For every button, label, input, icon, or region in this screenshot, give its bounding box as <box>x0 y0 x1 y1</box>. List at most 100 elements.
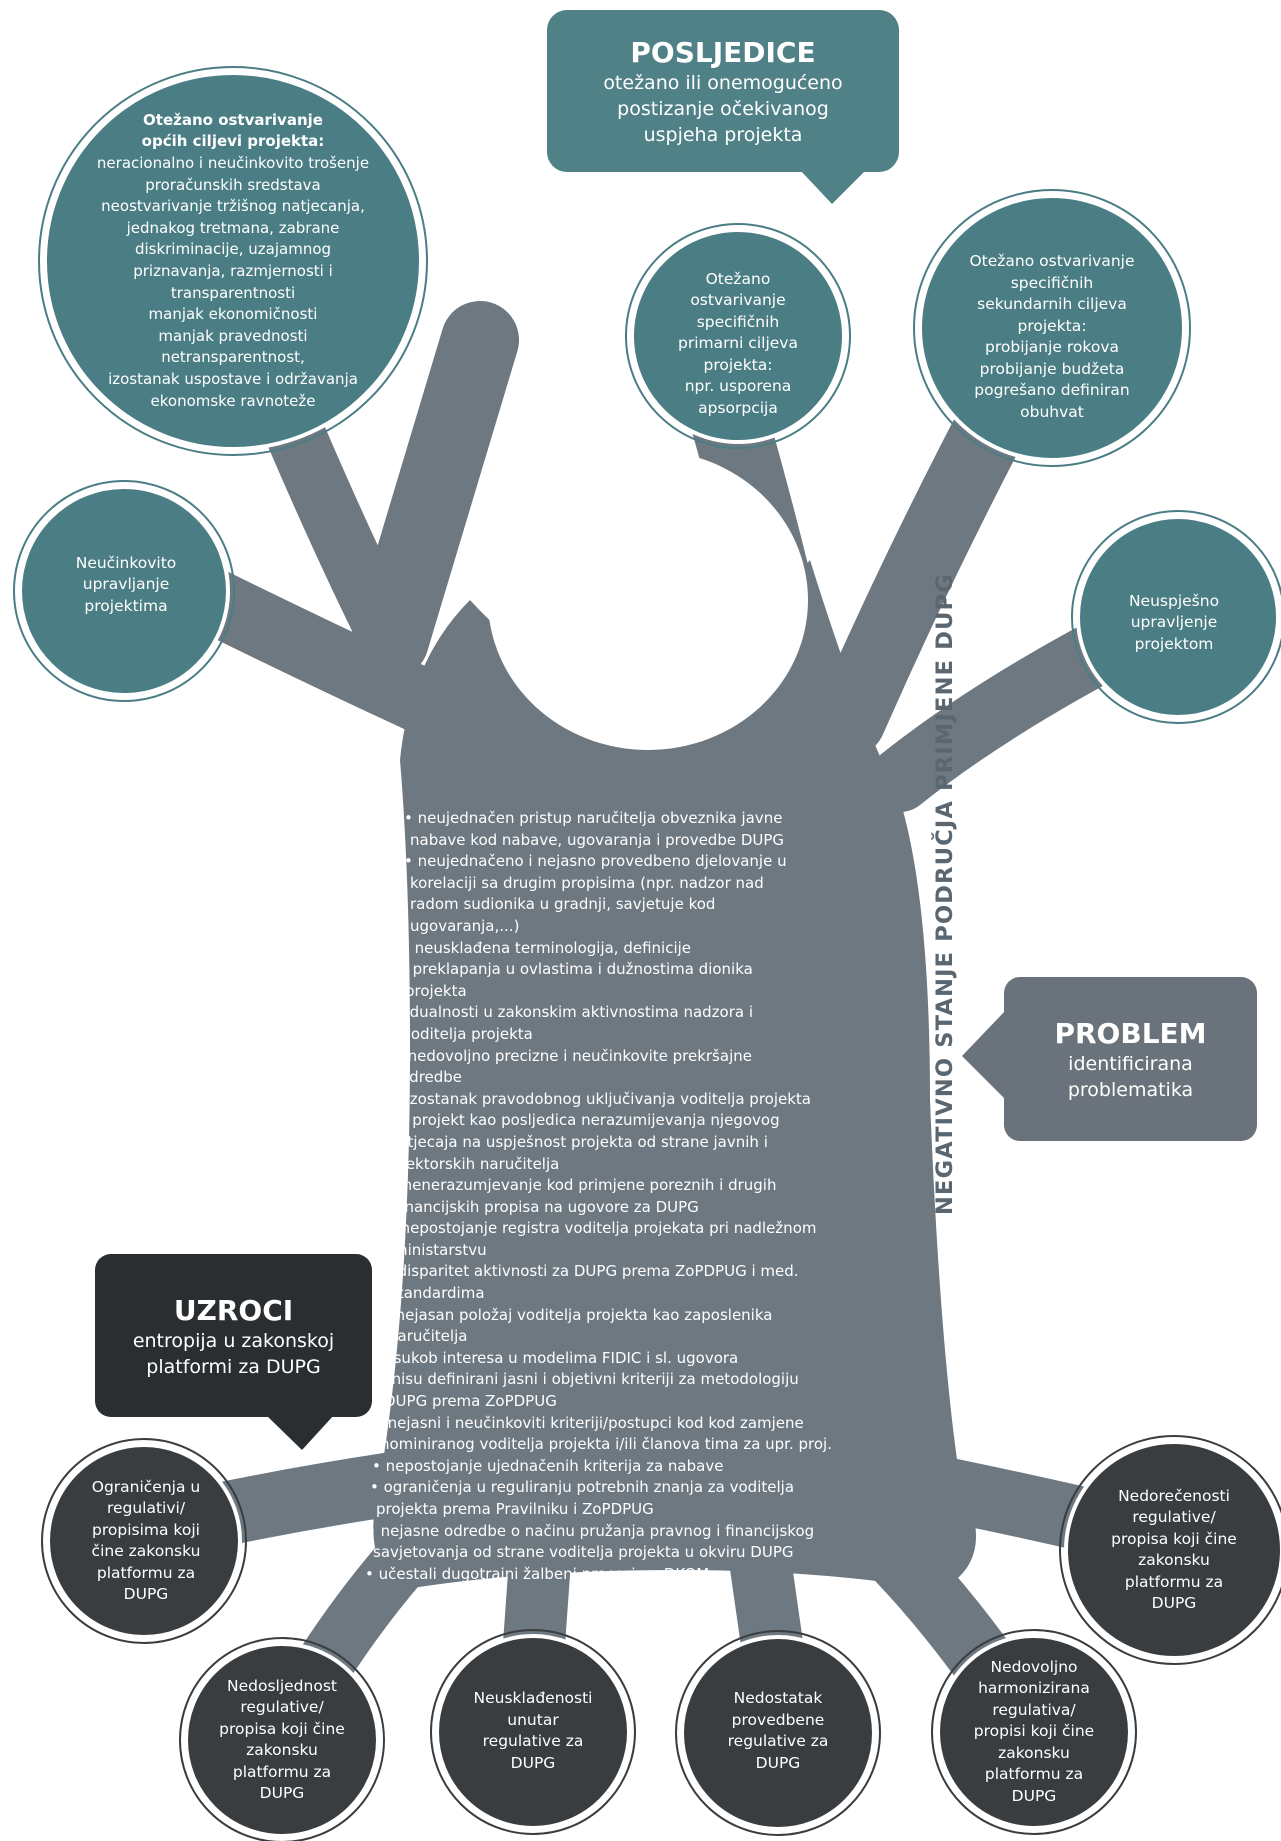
ring-vague <box>1059 1435 1281 1665</box>
secondary-goals-line: obuhvat <box>1020 402 1084 421</box>
consequences-line: uspjeha projekta <box>643 124 803 146</box>
general-goals-line: neracionalno i neučinkovito trošenje <box>96 154 370 173</box>
inconsistency-line: regulative/ <box>240 1698 324 1716</box>
vague-line: zakonsku <box>1138 1551 1210 1569</box>
branch-upper-left <box>351 301 519 679</box>
ring-unsuccessful-mgmt <box>1071 510 1281 724</box>
ring-inconsistency <box>179 1637 385 1841</box>
problem-item-continuation: financijskih propisa na ugovore za DUPG <box>395 1197 699 1216</box>
problem-item: • sukob interesa u modelima FIDIC i sl. … <box>380 1348 739 1367</box>
vague-text: Nedorečenosti regulative/ propisa koji č… <box>1094 1483 1254 1617</box>
problem-callout-pointer <box>962 1010 1006 1100</box>
primary-goals-line: specifičnih <box>696 312 780 331</box>
limits-line: regulativi/ <box>106 1499 186 1517</box>
general-goals-line: netransparentnost, <box>161 348 305 367</box>
misalignment-line: regulative za <box>482 1732 584 1750</box>
limits-line: platformu za <box>96 1563 196 1582</box>
general-goals-line: ekonomske ravnoteže <box>150 391 316 410</box>
problem-item-continuation: radom sudionika u gradnji, savjetuje kod <box>410 895 716 914</box>
problem-line: identificirana <box>1068 1053 1193 1075</box>
general-goals-line: manjak pravednosti <box>158 326 308 345</box>
problem-item: • učestali dugotrajni žalbeni procesi na… <box>365 1564 725 1583</box>
consequences-line: otežano ili onemogućeno <box>603 72 843 94</box>
primary-goals-line: npr. usporena <box>684 377 792 396</box>
vague-line: DUPG <box>1151 1594 1197 1612</box>
inefficient-mgmt-line: Neučinkovito <box>75 553 177 572</box>
limits-text: Ograničenja u regulativi/ propisima koji… <box>76 1474 216 1608</box>
vague-line: regulative/ <box>1132 1508 1216 1526</box>
unsuccessful-mgmt-text: Neuspješno upravljenje projektom <box>1104 588 1244 658</box>
problem-item-continuation: DUPG prema ZoPDPUG <box>384 1392 557 1411</box>
problem-item: • neujednačen pristup naručitelja obvezn… <box>404 809 783 827</box>
unsuccessful-mgmt-line: projektom <box>1134 634 1214 653</box>
problem-item: • nejasne odredbe o načinu pružanja prav… <box>367 1521 815 1540</box>
problem-title: PROBLEM <box>1054 1017 1207 1050</box>
problem-item: • dualnosti u zakonskim aktivnostima nad… <box>396 1003 754 1022</box>
ring-primary-goals <box>625 223 851 449</box>
problem-item-continuation: nominiranog voditelja projekta i/ili čla… <box>380 1435 832 1454</box>
harmonized-line: Nedovoljno <box>990 1657 1078 1676</box>
inefficient-mgmt-line: upravljanje <box>82 575 170 594</box>
inconsistency-line: DUPG <box>259 1784 305 1802</box>
problem-item: • izostanak pravodobnog uključivanja vod… <box>392 1089 811 1108</box>
limits-line: Ograničenja u <box>91 1477 201 1496</box>
negative-state-label: NEGATIVNO STANJE PODRUČJA PRIMJENE DUPG <box>932 573 958 1215</box>
circle-primary-goals <box>630 228 846 444</box>
problem-item-continuation: odredbe <box>400 1068 463 1087</box>
circle-harmonized <box>936 1634 1132 1830</box>
causes-callout-box <box>95 1254 372 1417</box>
secondary-goals-line: pogrešano definiran <box>974 381 1130 399</box>
primary-goals-line: projekta: <box>703 355 773 374</box>
inconsistency-line: zakonsku <box>246 1741 318 1759</box>
general-goals-line: diskriminacije, uzajamnog <box>134 240 332 259</box>
problem-item: • nenerazumjevanje kod primjene poreznih… <box>389 1176 777 1195</box>
consequences-line: postizanje očekivanog <box>617 98 829 120</box>
secondary-goals-line: specifičnih <box>1010 273 1094 292</box>
lack-text: Nedostatak provedbene regulative za DUPG <box>708 1686 848 1776</box>
problem-item: • nepostojanje ujednačenih kriterija za … <box>372 1456 724 1475</box>
primary-goals-line: primarni ciljeva <box>678 334 798 353</box>
circle-lack <box>680 1635 876 1831</box>
general-goals-line: manjak ekonomičnosti <box>148 305 318 324</box>
secondary-goals-line: sekundarnih ciljeva <box>977 295 1127 313</box>
problem-item: • nisu definirani jasni i objetivni krit… <box>378 1370 799 1389</box>
circle-general-goals <box>43 71 423 451</box>
unsuccessful-mgmt-line: Neuspješno <box>1128 591 1220 610</box>
secondary-goals-line: projekta: <box>1017 316 1087 335</box>
problem-item: • neujednačeno i nejasno provedbeno djel… <box>404 852 787 871</box>
ring-lack <box>675 1630 881 1836</box>
vague-line: Nedorečenosti <box>1118 1486 1230 1505</box>
consequences-callout: POSLJEDICE otežano ili onemogućeno posti… <box>547 22 899 162</box>
circle-vague <box>1064 1440 1281 1660</box>
ring-limits <box>41 1438 247 1644</box>
general-goals-line: izostanak uspostave i održavanja <box>108 369 358 388</box>
problem-item-continuation: projekta prema Pravilniku i ZoPDPUG <box>376 1500 654 1518</box>
problem-item-continuation: ministarstvu <box>393 1240 487 1259</box>
ring-inefficient-mgmt <box>13 480 235 702</box>
primary-goals-line: Otežano <box>705 269 771 288</box>
problem-item-continuation: ugovaranja,...) <box>410 916 520 935</box>
causes-line: entropija u zakonskoj <box>132 1330 335 1352</box>
general-goals-heading: općih ciljevi projekta: <box>141 132 325 151</box>
ring-general-goals <box>38 66 428 456</box>
general-goals-line: jednakog tretmana, zabrane <box>126 218 340 237</box>
circle-secondary-goals <box>918 194 1186 462</box>
cause-circles <box>46 1440 1281 1838</box>
ring-misalignment <box>430 1629 636 1835</box>
problem-item: • nedovoljno precizne i neučinkovite pre… <box>394 1046 752 1065</box>
consequences-callout-pointer <box>800 170 866 204</box>
problem-item-continuation: nabave kod nabave, ugovaranja i provedbe… <box>410 830 785 849</box>
problem-item-continuation: korelaciji sa drugim propisima (npr. nad… <box>410 873 764 892</box>
inconsistency-line: propisa koji čine <box>219 1719 345 1738</box>
circle-limits <box>46 1443 242 1639</box>
problem-item: • nepostojanje registra voditelja projek… <box>387 1219 817 1238</box>
tree-trunk <box>373 560 976 1590</box>
ring-harmonized <box>931 1629 1137 1835</box>
general-goals-heading: Otežano ostvarivanje <box>143 110 323 129</box>
cause-circle-rings <box>41 1435 1281 1841</box>
problem-callout: PROBLEM identificirana problematika <box>1004 1010 1257 1110</box>
problem-item: • nejasan položaj voditelja projekta kao… <box>382 1305 773 1324</box>
inconsistency-line: Nedosljednost <box>227 1676 337 1695</box>
